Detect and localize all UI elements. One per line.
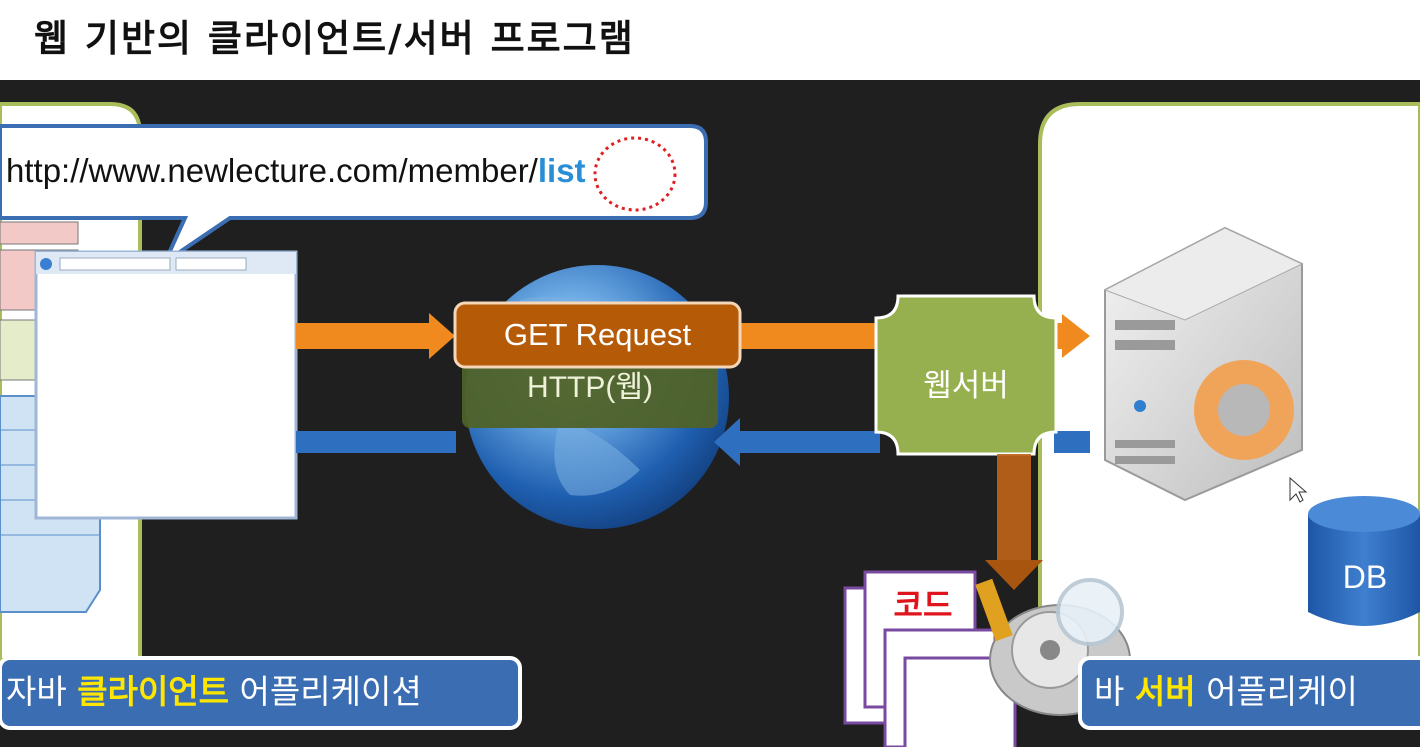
database-icon <box>1308 496 1420 626</box>
slide-title: 웹 기반의 클라이언트/서버 프로그램 <box>34 17 635 60</box>
server-tower-icon <box>1103 226 1304 502</box>
client-app-highlight: 클라이언트 <box>77 672 230 711</box>
request-arrow <box>296 313 1090 359</box>
web-server-box <box>874 294 1058 456</box>
web-server-label: 웹서버 <box>923 368 1009 404</box>
cursor-icon <box>1289 476 1308 503</box>
response-arrow <box>296 418 1090 466</box>
client-app-suffix: 어플리케이션 <box>229 672 422 711</box>
browser-window <box>34 250 298 520</box>
http-box <box>462 362 718 428</box>
get-request-box <box>453 301 742 369</box>
get-request-label: GET Request <box>503 317 692 352</box>
server-app-highlight: 서버 <box>1134 672 1196 711</box>
server-app-prefix: 바 <box>1094 672 1135 711</box>
db-label: DB <box>1342 559 1388 595</box>
client-app-prefix: 자바 <box>6 672 78 711</box>
browser-back-icon <box>40 258 52 270</box>
server-app-suffix: 어플리케이 <box>1195 672 1358 711</box>
url-highlight: list <box>537 152 586 189</box>
url-text: http://www.newlecture.com/member/list <box>6 152 586 190</box>
client-app-label: 자바 클라이언트 어플리케이션 <box>6 664 422 720</box>
url-callout <box>0 124 708 268</box>
http-label: HTTP(웹) <box>527 371 653 404</box>
client-app-box <box>0 656 522 730</box>
url-prefix: http://www.newlecture.com/member/ <box>6 152 538 189</box>
server-app-label: 바 서버 어플리케이 <box>1094 664 1358 720</box>
server-app-box <box>1078 656 1420 730</box>
code-arrow <box>985 454 1043 590</box>
code-label: 코드 <box>893 586 953 624</box>
highlight-circle <box>593 136 677 212</box>
code-documents <box>843 570 1017 747</box>
